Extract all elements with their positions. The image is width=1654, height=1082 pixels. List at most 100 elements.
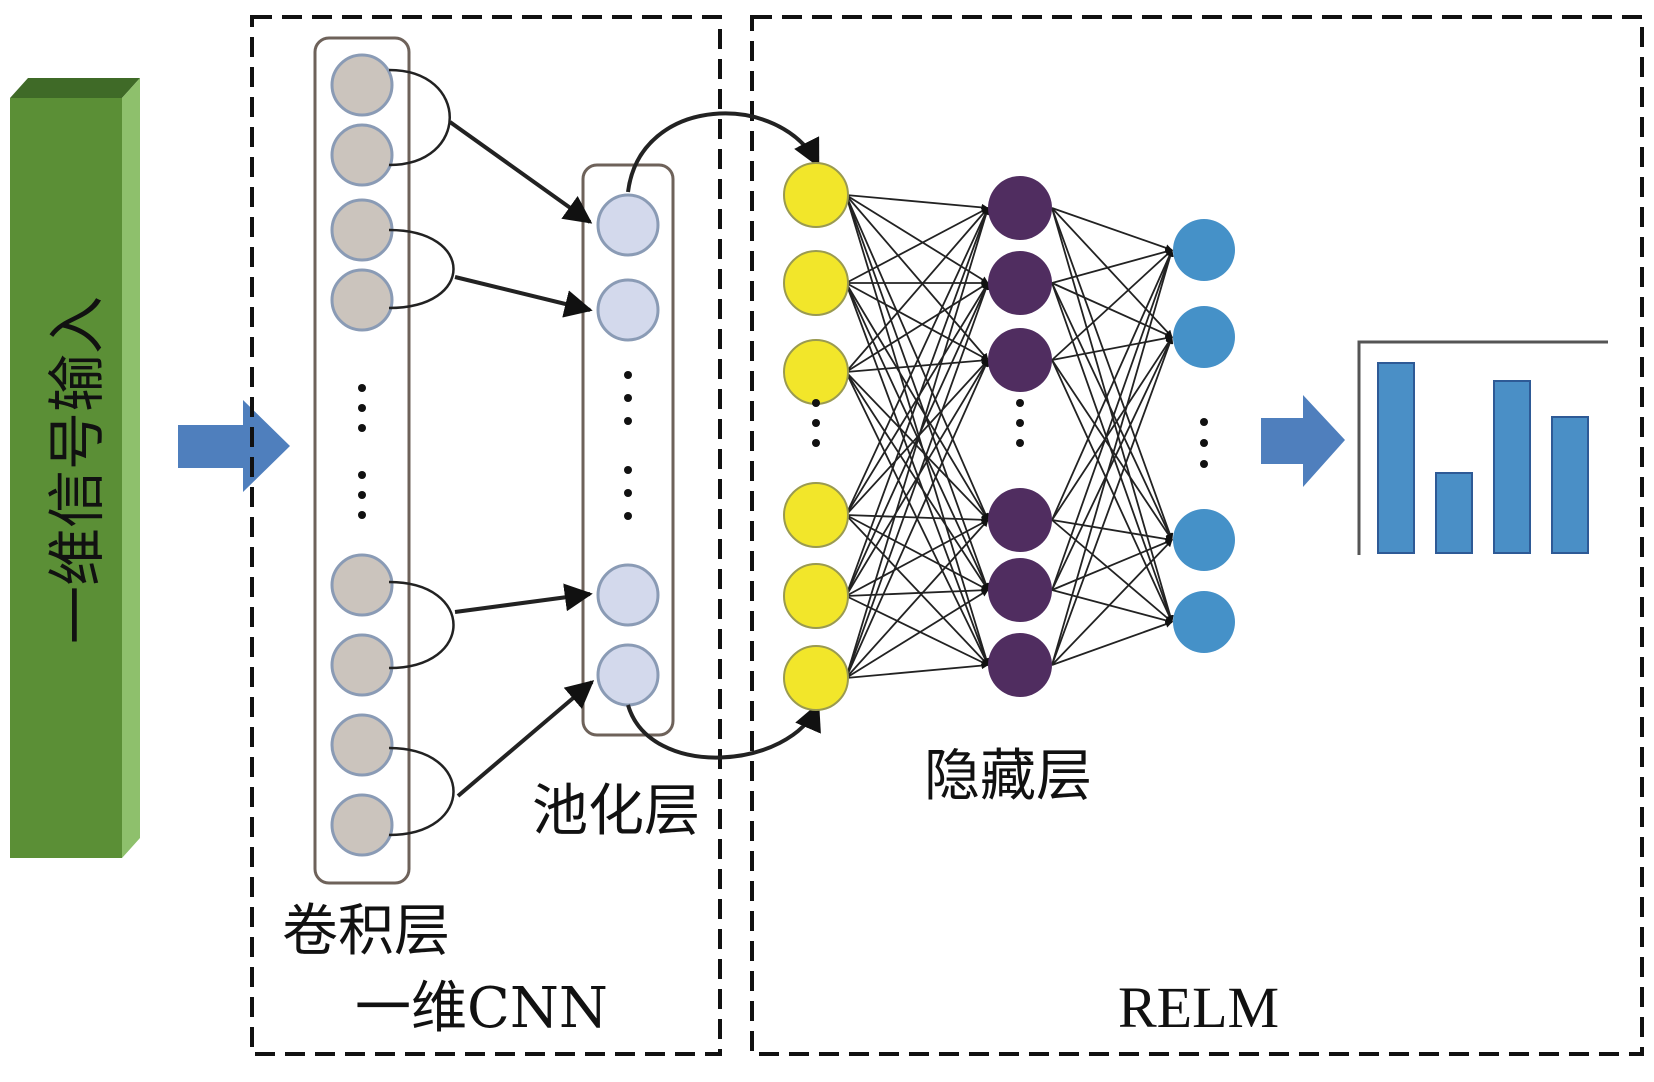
hidden-output-edge xyxy=(1051,207,1173,252)
conv-layer-nodes xyxy=(330,53,394,857)
input-hidden-edge xyxy=(845,514,989,591)
flow-arrow-icon xyxy=(1261,395,1345,487)
input-hidden-edge xyxy=(845,207,990,597)
ellipsis-dot xyxy=(1016,399,1024,407)
output-chart-frame xyxy=(1357,340,1608,555)
relm-frame xyxy=(750,15,1644,1056)
pool-layer-container xyxy=(581,163,675,737)
hidden-output-edge xyxy=(1051,519,1173,543)
pool-arrow xyxy=(448,120,593,224)
pool-layer-label: 池化层 xyxy=(532,779,700,844)
hidden-output-edge xyxy=(1051,539,1173,666)
hidden-output-edge xyxy=(1051,282,1173,338)
ellipsis-dot xyxy=(624,394,632,402)
input-hidden-edge xyxy=(845,282,990,666)
ellipsis-dot xyxy=(812,439,820,447)
input-block-top-face xyxy=(10,78,140,98)
pool-node xyxy=(596,193,660,257)
input-block-front-face xyxy=(10,98,122,858)
ellipsis-dot xyxy=(358,471,366,479)
hidden-output-edge xyxy=(1051,620,1173,666)
input-hidden-edge xyxy=(845,359,989,679)
hidden-node xyxy=(988,558,1052,622)
pool-ellipsis xyxy=(624,371,632,520)
hidden-output-edge xyxy=(1051,539,1173,591)
conv-node xyxy=(330,123,394,187)
input-label: 一维信号输入 xyxy=(43,296,111,644)
hidden-output-edge xyxy=(1051,282,1174,623)
hidden-output-edge xyxy=(1051,359,1173,623)
relm-input-node xyxy=(783,482,849,548)
input-hidden-edge xyxy=(845,194,990,591)
ellipsis-dot xyxy=(812,419,820,427)
pool-arrow xyxy=(454,583,593,614)
ellipsis-dot xyxy=(358,404,366,412)
conv-node xyxy=(330,268,394,332)
output-bar xyxy=(1377,362,1415,554)
ellipsis-dot xyxy=(1200,418,1208,426)
hidden-output-edge xyxy=(1051,336,1174,666)
ellipsis-dot xyxy=(358,491,366,499)
flow-arrow-icon xyxy=(178,400,290,492)
input-hidden-edge xyxy=(845,207,990,679)
input-hidden-edge xyxy=(845,519,989,597)
input-hidden-edge xyxy=(845,194,989,521)
ellipsis-dot xyxy=(624,371,632,379)
conv-ellipsis xyxy=(358,384,366,519)
hidden-output-edge xyxy=(1051,249,1173,521)
pool-arrow xyxy=(456,680,595,798)
output-chart xyxy=(1357,340,1608,555)
conv-layer-container xyxy=(313,36,411,885)
cnn-title: 一维CNN xyxy=(355,976,608,1041)
ellipsis-dot xyxy=(1016,439,1024,447)
ellipsis-dot xyxy=(624,512,632,520)
hidden-output-edge xyxy=(1051,359,1173,541)
output-node xyxy=(1173,219,1235,281)
hidden-output-edge xyxy=(1051,282,1173,541)
input-block-side-face xyxy=(122,78,140,858)
pool-node xyxy=(596,643,660,707)
input-hidden-edge xyxy=(845,282,989,597)
hidden-output-edge xyxy=(1051,249,1174,666)
ellipsis-dot xyxy=(624,489,632,497)
pool-bracket xyxy=(388,68,451,167)
ellipsis-dot xyxy=(358,424,366,432)
relm-input-node xyxy=(783,339,849,405)
pool-arrow xyxy=(454,275,593,318)
cnn-frame xyxy=(250,15,722,1056)
ellipsis-dot xyxy=(624,466,632,474)
input-hidden-edge xyxy=(845,514,989,666)
input-hidden-edge xyxy=(845,207,989,373)
conv-node xyxy=(330,633,394,697)
conv-node xyxy=(330,198,394,262)
relm-nodes xyxy=(783,162,1235,711)
pool-layer-nodes xyxy=(596,193,660,707)
pool-node xyxy=(596,278,660,342)
input-hidden-edge xyxy=(845,282,990,679)
relm-input-node xyxy=(783,162,849,228)
ellipsis-dot xyxy=(358,384,366,392)
hidden-node xyxy=(988,633,1052,697)
pool-bracket xyxy=(388,228,455,310)
relm-input-node xyxy=(783,250,849,316)
input-hidden-edge xyxy=(845,356,989,373)
ellipsis-dot xyxy=(1200,439,1208,447)
input-hidden-edge xyxy=(845,194,989,284)
hidden-output-edge xyxy=(1051,336,1173,591)
input-hidden-edge xyxy=(845,586,989,597)
hidden-output-edge xyxy=(1051,336,1173,521)
pool-to-relm-arrow xyxy=(626,702,821,760)
pool-bracket xyxy=(388,580,455,670)
input-hidden-edge xyxy=(845,519,989,679)
hidden-output-edge xyxy=(1051,207,1174,541)
output-bar xyxy=(1493,380,1531,554)
relm-ellipsis xyxy=(812,399,1208,468)
hidden-node xyxy=(988,328,1052,392)
pool-to-relm-arrow xyxy=(626,111,820,193)
pool-bracket xyxy=(388,746,455,837)
relm-input-node xyxy=(783,645,849,711)
pooling-connections xyxy=(388,68,821,837)
hidden-node xyxy=(988,488,1052,552)
hidden-node xyxy=(988,251,1052,315)
